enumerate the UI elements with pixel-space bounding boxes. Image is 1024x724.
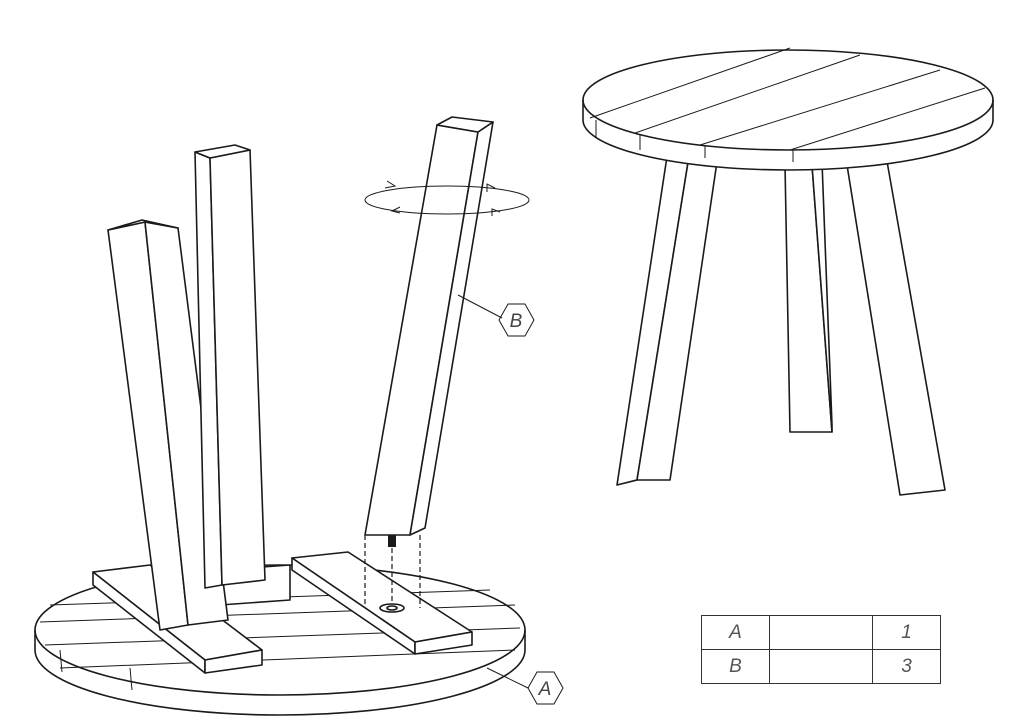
assembled-stool xyxy=(582,47,994,496)
leg-middle xyxy=(194,144,266,589)
svg-text:A: A xyxy=(538,679,552,700)
part-id: A xyxy=(701,615,770,650)
part-qty: 3 xyxy=(872,649,941,684)
part-id: B xyxy=(701,649,770,684)
rotate-arrow-icon xyxy=(364,180,530,216)
table-row: B 3 xyxy=(701,649,941,684)
battens xyxy=(92,551,473,674)
parts-table: A 1 B 3 xyxy=(701,615,941,684)
part-description xyxy=(769,649,873,684)
part-qty: 1 xyxy=(872,615,941,650)
callout-a: A xyxy=(486,667,564,705)
leg-part-b xyxy=(364,116,494,547)
screw-hole-inner xyxy=(386,605,398,611)
screw-hole xyxy=(379,603,405,613)
part-description xyxy=(769,615,873,650)
dowel xyxy=(388,535,396,547)
callout-b: B xyxy=(457,294,535,337)
svg-text:B: B xyxy=(510,311,523,332)
alignment-lines xyxy=(364,535,421,608)
table-row: A 1 xyxy=(701,615,941,650)
